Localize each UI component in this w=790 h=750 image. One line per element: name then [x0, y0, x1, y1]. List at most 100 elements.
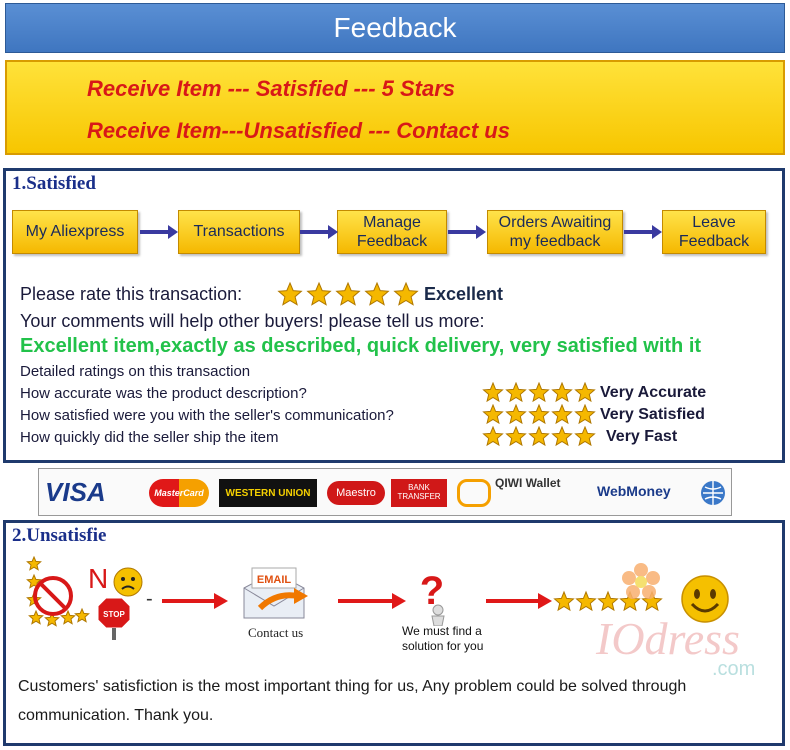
footer-line-1: Customers' satisfiction is the most impo…	[18, 678, 687, 695]
banner-line-satisfied: Receive Item --- Satisfied --- 5 Stars	[87, 76, 456, 101]
star-icon	[28, 609, 44, 625]
red-arrow-icon	[338, 593, 406, 609]
rate-prompt: Please rate this transaction:	[20, 284, 243, 304]
star-icon	[44, 611, 60, 627]
star-icon	[574, 426, 596, 447]
no-stars-icon	[26, 556, 90, 627]
star-icon	[335, 281, 361, 306]
star-rating-communication-icon[interactable]	[482, 404, 600, 426]
star-icon	[574, 382, 596, 403]
star-icon	[551, 404, 573, 425]
flower-icon	[622, 563, 660, 599]
star-icon	[528, 404, 550, 425]
detailed-ratings-title: Detailed ratings on this transaction	[20, 363, 251, 380]
solution-label: We must find a solution for you	[402, 624, 484, 653]
mastercard-logo: MasterCard	[149, 479, 209, 507]
star-icon	[575, 590, 597, 612]
star-icon	[306, 281, 332, 306]
maestro-label: Maestro	[336, 487, 376, 499]
star-icon	[364, 281, 390, 306]
flow-arrow-icon	[448, 225, 486, 239]
rating-question-communication: How satisfied were you with the seller's…	[20, 407, 394, 424]
star-icon	[482, 404, 504, 425]
star-icon	[505, 426, 527, 447]
section-title-unsatisfied: 2.Unsatisfie	[12, 525, 107, 546]
maestro-logo: Maestro	[327, 481, 385, 505]
comments-prompt: Your comments will help other buyers! pl…	[20, 311, 485, 331]
star-icon	[528, 426, 550, 447]
page-title: Feedback	[333, 12, 457, 43]
star-icon	[26, 556, 42, 571]
flow-step-label: Manage Feedback	[356, 213, 428, 250]
red-arrow-icon	[486, 593, 552, 609]
star-rating-icon[interactable]	[277, 281, 423, 309]
star-icon	[528, 382, 550, 403]
no-label: N	[88, 563, 109, 594]
section-title-satisfied: 1.Satisfied	[12, 173, 96, 194]
flow-step-manage-feedback[interactable]: Manage Feedback	[337, 210, 447, 254]
rating-answer-communication: Very Satisfied	[600, 406, 705, 423]
stop-label: STOP	[103, 610, 125, 619]
star-icon	[553, 590, 575, 612]
flow-arrow-icon	[624, 225, 662, 239]
question-person-icon: ?	[420, 569, 445, 626]
smiley-face-icon	[681, 575, 729, 623]
star-icon	[74, 607, 90, 623]
star-icon	[551, 382, 573, 403]
dash-separator: -	[146, 588, 153, 610]
contact-us-label[interactable]: Contact us	[248, 625, 304, 640]
star-icon	[551, 426, 573, 447]
rate-value: Excellent	[424, 284, 504, 304]
flow-step-label: Transactions	[193, 223, 285, 241]
star-rating-accuracy-icon[interactable]	[482, 382, 600, 404]
rating-answer-accuracy: Very Accurate	[600, 384, 707, 401]
star-icon	[482, 426, 504, 447]
star-icon	[641, 590, 663, 612]
flow-arrow-icon	[140, 225, 178, 239]
red-arrow-icon	[162, 593, 228, 609]
star-icon	[574, 404, 596, 425]
rating-question-shipping: How quickly did the seller ship the item	[20, 429, 279, 446]
qiwi-icon	[457, 479, 491, 507]
flow-step-my-aliexpress[interactable]: My Aliexpress	[12, 210, 138, 254]
instructions-banner: Receive Item --- Satisfied --- 5 Stars R…	[5, 60, 785, 155]
page-header: Feedback	[5, 3, 785, 53]
email-icon[interactable]: EMAIL	[236, 562, 312, 622]
bank-transfer-logo: BANK TRANSFER	[391, 479, 447, 507]
flow-step-leave-feedback[interactable]: Leave Feedback	[662, 210, 766, 254]
webmoney-logo: WebMoney	[597, 483, 671, 499]
rating-question-accuracy: How accurate was the product description…	[20, 385, 307, 402]
mastercard-label: MasterCard	[154, 488, 204, 498]
webmoney-globe-icon	[701, 481, 725, 505]
qiwi-logo: QIWI Wallet	[495, 476, 561, 490]
star-icon	[393, 281, 419, 306]
worried-face-icon	[113, 567, 143, 597]
watermark-brand: IOdress	[596, 613, 740, 664]
footer-line-2: communication. Thank you.	[18, 707, 214, 724]
flow-arrow-icon	[300, 225, 338, 239]
star-icon	[505, 404, 527, 425]
star-icon	[482, 382, 504, 403]
bank-transfer-label: BANK TRANSFER	[397, 483, 441, 501]
flow-step-label: My Aliexpress	[25, 223, 125, 241]
western-union-logo: WESTERN UNION	[219, 479, 317, 507]
star-rating-shipping-icon[interactable]	[482, 426, 600, 448]
flow-step-transactions[interactable]: Transactions	[178, 210, 300, 254]
watermark-domain: .com	[712, 658, 756, 680]
star-icon	[505, 382, 527, 403]
payment-methods-strip: VISA MasterCard WESTERN UNION Maestro BA…	[38, 468, 732, 516]
unsatisfied-section: 2.Unsatisfie	[3, 520, 785, 746]
feedback-comment[interactable]: Excellent item,exactly as described, qui…	[20, 335, 702, 357]
star-icon	[60, 609, 76, 625]
star-icon	[277, 281, 303, 306]
visa-logo: VISA	[45, 477, 106, 507]
email-label: EMAIL	[257, 574, 292, 586]
banner-line-unsatisfied: Receive Item---Unsatisfied --- Contact u…	[87, 118, 510, 143]
western-union-label: WESTERN UNION	[225, 487, 311, 499]
flow-step-label: Leave Feedback	[678, 213, 750, 250]
flow-step-orders-awaiting[interactable]: Orders Awaiting my feedback	[487, 210, 623, 254]
rating-answer-shipping: Very Fast	[606, 428, 678, 445]
stop-sign-icon: STOP	[97, 597, 131, 640]
five-star-result-icon	[553, 590, 663, 612]
flow-step-label: Orders Awaiting my feedback	[498, 213, 612, 250]
